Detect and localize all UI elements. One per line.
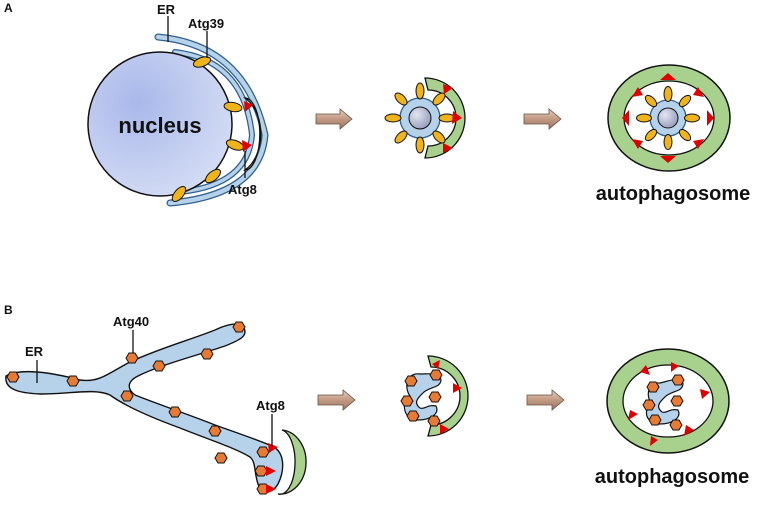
nuclear-fragment-capture — [384, 77, 466, 159]
atg39-receptor — [171, 186, 187, 202]
panel-a-letter: A — [4, 1, 13, 15]
autophagosome-b — [606, 348, 730, 454]
step-arrow — [523, 108, 562, 130]
atg39-receptor — [205, 168, 221, 184]
panel-b: B Atg40 ER — [4, 303, 749, 495]
atg40-label: Atg40 — [113, 314, 149, 329]
branched-er-tubule — [5, 323, 284, 493]
er-fragment-capture — [400, 355, 469, 437]
nucleus-label: nucleus — [118, 113, 201, 138]
phagophore — [277, 429, 307, 495]
atg40-receptor — [125, 352, 139, 364]
autophagosome-label-b: autophagosome — [595, 466, 749, 488]
atg40-receptor — [208, 425, 222, 437]
nucleus — [87, 51, 233, 197]
phagophore — [242, 97, 262, 171]
step-arrow — [526, 389, 565, 411]
atg40-receptor — [254, 465, 268, 477]
atg40-receptor — [214, 452, 228, 464]
atg40-receptor — [168, 406, 182, 418]
atg39-receptor — [223, 101, 243, 113]
atg39-receptors — [171, 56, 245, 202]
step-arrow — [317, 389, 356, 411]
atg8-markers — [266, 443, 278, 494]
atg39-label: Atg39 — [188, 16, 224, 31]
atg8-markers — [242, 101, 253, 152]
autophagosome-a — [607, 64, 731, 172]
atg40-receptor — [232, 321, 246, 333]
nuclear-fragment — [408, 106, 432, 130]
atg39-receptor — [225, 139, 245, 151]
atg8-label-b: Atg8 — [256, 398, 285, 413]
atg40-receptors — [6, 321, 270, 495]
phagophore — [427, 355, 469, 437]
atg8-marker — [242, 140, 252, 152]
autophagosome-label-a: autophagosome — [596, 183, 750, 205]
phagophore — [424, 77, 466, 159]
atg39-receptor — [192, 56, 212, 68]
inner-lumen — [622, 364, 714, 438]
atg40-receptor — [66, 375, 80, 387]
atg8-marker — [244, 101, 253, 112]
atg8-marker — [266, 484, 276, 494]
panel-b-letter: B — [4, 303, 13, 317]
er-label-a: ER — [157, 2, 176, 17]
atg40-receptor — [6, 371, 20, 383]
atg40-receptor — [120, 390, 134, 402]
er-label-b: ER — [25, 344, 44, 359]
atg40-receptor — [256, 446, 270, 458]
atg40-receptor — [200, 348, 214, 360]
panel-a: A nucleus ER Atg39 — [4, 1, 750, 207]
step-arrow — [315, 108, 353, 130]
atg40-receptor — [152, 360, 166, 372]
atg8-marker — [268, 443, 278, 453]
atg8-marker — [266, 466, 276, 476]
atg8-label-a: Atg8 — [228, 182, 257, 197]
